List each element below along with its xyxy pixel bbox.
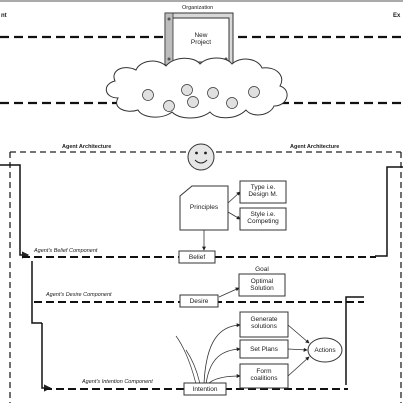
belief-box bbox=[178, 250, 216, 264]
top-right-label: Ex bbox=[393, 13, 401, 19]
agent-face-icon bbox=[248, 86, 260, 98]
intention-component-label: Agent's Intention Component bbox=[82, 379, 153, 385]
generate-solutions-text: Generate solutions bbox=[250, 316, 278, 331]
agent-face-icon bbox=[142, 89, 154, 101]
agent-face-icon bbox=[207, 87, 219, 99]
agent-architecture-right-label: Agent Architecture bbox=[290, 144, 340, 150]
agent-face-icon bbox=[163, 100, 175, 112]
desire-box bbox=[179, 294, 219, 308]
actions-text: Actions bbox=[314, 347, 336, 354]
optimal-solution-text: Optimal Solution bbox=[250, 278, 274, 293]
belief-component-label: Agent's Belief Component bbox=[34, 248, 98, 254]
style-box-text: Style i.e. Competing bbox=[247, 211, 279, 226]
top-left-label: nt bbox=[1, 13, 7, 19]
principles-text: Principles bbox=[189, 204, 219, 211]
agent-smiley-icon bbox=[187, 143, 215, 171]
agent-face-icon bbox=[181, 84, 193, 96]
agent-architecture-left-label: Agent Architecture bbox=[62, 144, 112, 150]
intention-text: Intention bbox=[192, 386, 218, 393]
agent-face-icon bbox=[187, 96, 199, 108]
new-project-text: New Project bbox=[190, 32, 212, 47]
optimal-solution-box bbox=[238, 273, 286, 297]
new-project-document bbox=[164, 12, 234, 66]
agent-face-icon bbox=[226, 97, 238, 109]
form-coalitions-text: Form coalitions bbox=[250, 368, 278, 383]
desire-text: Desire bbox=[189, 298, 209, 305]
set-plans-text: Set Plans bbox=[250, 346, 278, 353]
desire-component-label: Agent's Desire Component bbox=[46, 292, 112, 298]
goal-label: Goal bbox=[255, 266, 269, 273]
belief-text: Belief bbox=[188, 254, 206, 261]
actions-ellipse bbox=[307, 337, 343, 363]
principles-shape bbox=[179, 185, 229, 231]
organization-label: Organization bbox=[182, 5, 214, 11]
type-box-text: Type i.e. Design M. bbox=[248, 184, 278, 199]
agents-cloud bbox=[105, 57, 288, 119]
intention-box bbox=[183, 382, 227, 396]
